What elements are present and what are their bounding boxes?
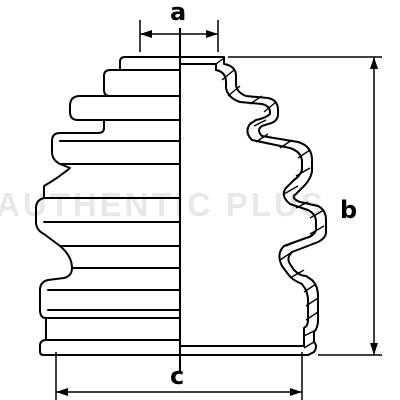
dimension-a xyxy=(139,20,219,52)
boot-left-outline xyxy=(35,56,181,356)
section-hatching xyxy=(215,57,325,349)
watermark: AUTHENTIC PLUS xyxy=(0,186,326,223)
dimension-c-label: c xyxy=(170,362,185,390)
dimension-c xyxy=(55,352,303,400)
boot-right-outer-wall xyxy=(179,56,327,356)
boot-right-inner-wall xyxy=(179,63,317,347)
dimension-b xyxy=(228,56,382,356)
dimension-a-label: a xyxy=(170,0,187,26)
dimension-b-label: b xyxy=(340,196,358,224)
boot-left-rib-lines xyxy=(43,69,181,341)
